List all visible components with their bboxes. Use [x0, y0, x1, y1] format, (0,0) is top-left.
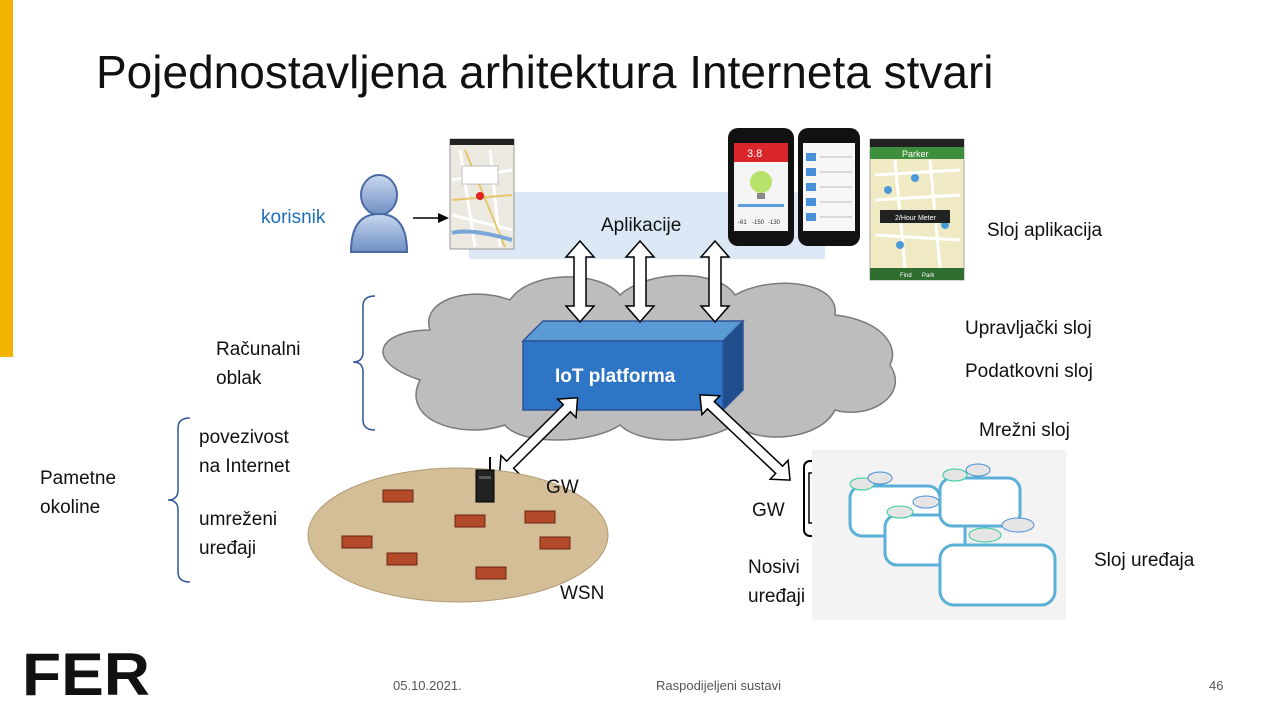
cloud-label-line2: oblak	[216, 368, 262, 389]
app-cloud-arrows	[564, 239, 731, 324]
environment-label-line2: okoline	[40, 497, 101, 518]
sensor-node	[454, 514, 486, 528]
user-arrow-head	[438, 213, 449, 223]
connectivity-label-line2: na Internet	[199, 456, 290, 477]
parker-app-screenshot: Parker 2/Hour Meter Find Park	[869, 138, 965, 281]
footer-page-number: 46	[1209, 678, 1224, 693]
wearables-label-line1: Nosivi	[748, 557, 800, 578]
layer-control-label: Upravljački sloj	[965, 318, 1092, 339]
sensor-nodes	[341, 489, 571, 580]
fer-logo-text: FER	[22, 641, 150, 708]
gateway-left-label: GW	[546, 477, 579, 498]
smartphone-list	[798, 128, 860, 246]
meter-reading: 3.8	[747, 148, 762, 160]
user-icon	[349, 174, 409, 253]
sensor-node	[475, 566, 507, 580]
sensor-node	[539, 536, 571, 550]
gateway-right-label: GW	[752, 500, 785, 521]
footer-course: Raspodijeljeni sustavi	[656, 678, 782, 693]
environment-label-line1: Pametne	[40, 468, 117, 489]
layer-data-label: Podatkovni sloj	[965, 361, 1093, 382]
meter-stat: -150	[752, 220, 765, 226]
layer-application-label: Sloj aplikacija	[987, 220, 1103, 241]
smartphone-meter: 3.8 -61 -150 -130	[728, 128, 794, 246]
map-app-screenshot	[449, 138, 515, 250]
networked-devices-label-line1: umreženi	[199, 509, 278, 530]
meter-stat: -130	[768, 220, 781, 226]
gateway-device-icon	[475, 457, 495, 503]
fer-logo: FER	[22, 641, 150, 708]
sensor-node	[382, 489, 414, 503]
layer-network-label: Mrežni sloj	[979, 420, 1070, 441]
sensor-node	[386, 552, 418, 566]
accent-bar	[0, 0, 13, 357]
parker-tab: Park	[922, 273, 935, 279]
wearable-devices-photo	[812, 450, 1066, 620]
connectivity-label-line1: povezivost	[199, 427, 289, 448]
parker-tab: Find	[900, 273, 912, 279]
footer-date: 05.10.2021.	[393, 678, 462, 693]
applications-label: Aplikacije	[601, 215, 682, 236]
sensor-node	[524, 510, 556, 524]
layer-device-label: Sloj uređaja	[1094, 550, 1195, 571]
cloud-label-line1: Računalni	[216, 339, 301, 360]
networked-devices-label-line2: uređaji	[199, 538, 257, 559]
iot-platform-label: IoT platforma	[555, 366, 676, 387]
wsn-label: WSN	[560, 583, 605, 604]
brace-environments	[167, 417, 191, 583]
meter-stat: -61	[738, 220, 747, 226]
brace-cloud	[352, 295, 376, 431]
slide-title: Pojednostavljena arhitektura Interneta s…	[96, 46, 994, 98]
parker-app-title: Parker	[902, 149, 929, 159]
user-label: korisnik	[261, 207, 326, 228]
wearables-label-line2: uređaji	[748, 586, 806, 607]
sensor-node	[341, 535, 373, 549]
arrow-platform-gw-right	[699, 394, 791, 481]
parker-sign: 2/Hour Meter	[895, 215, 937, 222]
